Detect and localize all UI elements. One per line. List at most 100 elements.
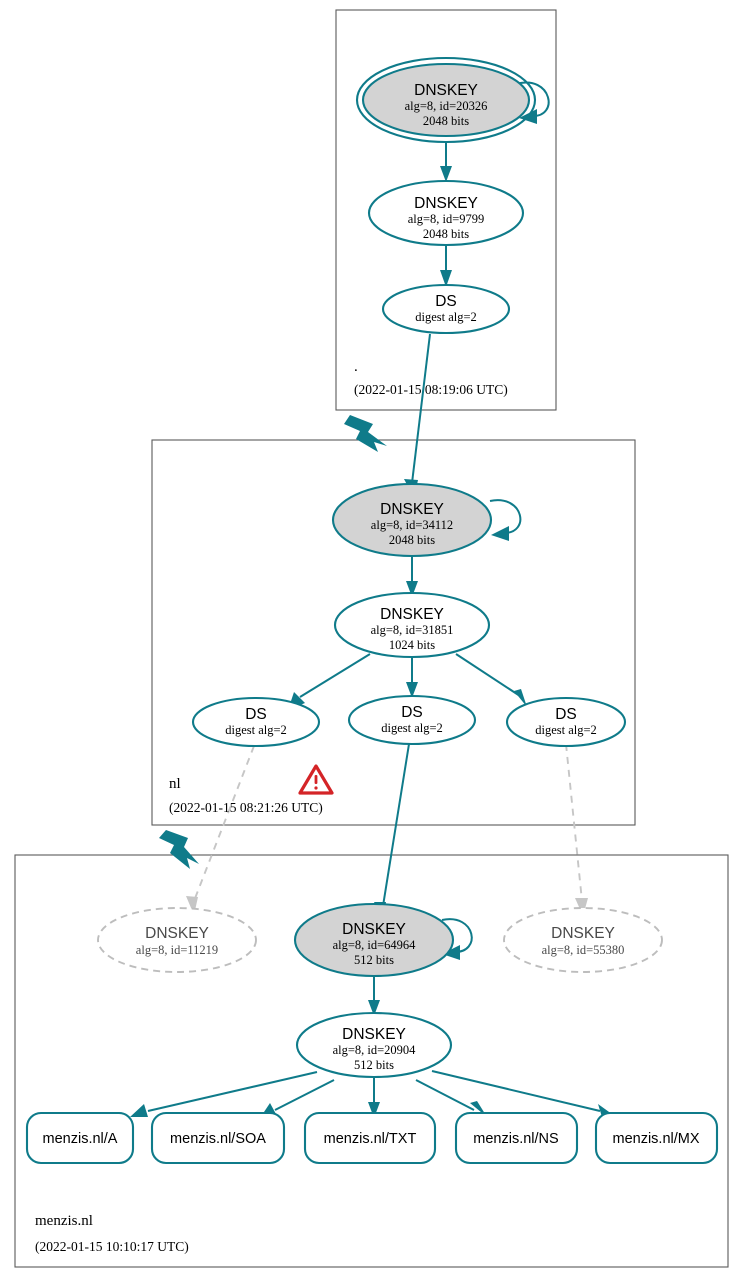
rrset-node-a[interactable]: menzis.nl/A <box>25 1111 135 1165</box>
node-nl-ksk-body <box>331 482 493 558</box>
node-root-ds[interactable]: DS digest alg=2 <box>381 283 511 335</box>
warning-triangle-icon[interactable] <box>298 764 334 795</box>
zone-label-root: . <box>354 359 358 375</box>
node-menzis-ksk-title: DNSKEY <box>342 921 406 938</box>
node-nl-ds-mid[interactable]: DS digest alg=2 <box>347 694 477 746</box>
node-menzis-key-55380-title: DNSKEY <box>551 925 615 942</box>
node-root-zsk-title: DNSKEY <box>414 195 478 212</box>
edge-menzis-zsk-to-rrset-mx <box>431 1070 601 1112</box>
node-menzis-key-55380[interactable]: DNSKEY alg=8, id=55380 <box>503 907 663 973</box>
node-nl-ksk[interactable]: DNSKEY alg=8, id=34112 2048 bits <box>331 482 493 558</box>
zone-box-menzis <box>14 854 729 1268</box>
edge-menzis-zsk-to-rrset-a <box>147 1071 318 1112</box>
arrowhead-nl-ds-right-to-menzis-key-55380 <box>575 898 588 916</box>
zone-label-menzis: menzis.nl <box>35 1213 93 1229</box>
rrset-node-a-box <box>25 1111 135 1165</box>
node-menzis-zsk[interactable]: DNSKEY alg=8, id=20904 512 bits <box>295 1011 453 1079</box>
node-root-zsk-params: alg=8, id=9799 <box>408 212 485 226</box>
node-nl-ds-right[interactable]: DS digest alg=2 <box>505 696 627 748</box>
zone-timestamp-nl: (2022-01-15 08:21:26 UTC) <box>169 800 323 815</box>
node-root-zsk[interactable]: DNSKEY alg=8, id=9799 2048 bits <box>367 179 525 247</box>
rrset-node-mx[interactable]: menzis.nl/MX <box>594 1111 719 1165</box>
rrset-node-soa-label: menzis.nl/SOA <box>170 1131 266 1147</box>
node-menzis-ksk-size: 512 bits <box>354 953 394 967</box>
node-nl-ksk-size: 2048 bits <box>389 533 435 547</box>
node-nl-zsk-size: 1024 bits <box>389 638 435 652</box>
warning-triangle-icon-dot <box>314 786 318 790</box>
rrset-node-mx-box <box>594 1111 719 1165</box>
zone-box-root <box>335 9 557 411</box>
arrowhead-menzis-ksk-to-zsk <box>368 1000 380 1016</box>
edge-nl-zsk-to-ds-left <box>299 653 371 698</box>
node-nl-ksk-title: DNSKEY <box>380 501 444 518</box>
rrset-node-txt[interactable]: menzis.nl/TXT <box>303 1111 437 1165</box>
rrset-node-soa[interactable]: menzis.nl/SOA <box>150 1111 286 1165</box>
rrset-node-txt-box <box>303 1111 437 1165</box>
arrowhead-nl-zsk-to-ds-right <box>514 689 527 707</box>
node-menzis-key-55380-body <box>503 907 663 973</box>
zone-label-nl: nl <box>169 776 181 792</box>
node-root-ksk-title: DNSKEY <box>414 82 478 99</box>
arrowhead-root-zsk-to-ds <box>440 270 452 287</box>
node-nl-ds-left[interactable]: DS digest alg=2 <box>191 696 321 748</box>
arrowhead-nl-ksk-to-zsk <box>406 581 418 597</box>
edge-self-sign-nl-ksk <box>489 499 522 535</box>
arrowhead-nl-zsk-to-ds-mid <box>406 682 418 698</box>
node-nl-ds-left-body <box>191 696 321 748</box>
node-nl-ds-left-params: digest alg=2 <box>225 723 287 737</box>
edge-nl-ds-mid-to-menzis-ksk <box>382 743 410 907</box>
arrowhead-menzis-zsk-to-rrset-a <box>130 1104 148 1117</box>
node-nl-ds-mid-params: digest alg=2 <box>381 721 443 735</box>
node-root-ksk[interactable]: DNSKEY alg=8, id=20326 2048 bits <box>355 56 537 144</box>
rrset-node-mx-label: menzis.nl/MX <box>612 1131 699 1147</box>
node-root-zsk-size: 2048 bits <box>423 227 469 241</box>
zone-box-nl <box>151 439 636 826</box>
node-root-ksk-params: alg=8, id=20326 <box>405 99 488 113</box>
node-menzis-zsk-body <box>295 1011 453 1079</box>
node-nl-ds-left-title: DS <box>245 706 267 723</box>
node-nl-ds-right-title: DS <box>555 706 577 723</box>
edge-menzis-zsk-to-rrset-ns <box>415 1079 475 1111</box>
edge-menzis-zsk-to-rrset-soa <box>274 1079 335 1111</box>
node-nl-ds-mid-body <box>347 694 477 746</box>
node-root-ksk-outer-ring <box>355 56 537 144</box>
zone-timestamp-root: (2022-01-15 08:19:06 UTC) <box>354 382 508 397</box>
node-menzis-zsk-params: alg=8, id=20904 <box>333 1043 417 1057</box>
node-root-ds-body <box>381 283 511 335</box>
arrowhead-root-ksk-to-zsk <box>440 166 452 182</box>
node-root-zsk-body <box>367 179 525 247</box>
node-nl-ds-right-body <box>505 696 627 748</box>
node-menzis-key-55380-params: alg=8, id=55380 <box>542 943 625 957</box>
node-root-ksk-body <box>361 62 531 138</box>
node-menzis-ksk[interactable]: DNSKEY alg=8, id=64964 512 bits <box>293 902 455 978</box>
rrset-node-ns-label: menzis.nl/NS <box>473 1131 558 1147</box>
rrset-node-a-label: menzis.nl/A <box>43 1131 118 1147</box>
node-menzis-key-11219[interactable]: DNSKEY alg=8, id=11219 <box>97 907 257 973</box>
node-nl-zsk-title: DNSKEY <box>380 606 444 623</box>
node-menzis-zsk-title: DNSKEY <box>342 1026 406 1043</box>
node-nl-zsk-body <box>333 591 491 659</box>
node-menzis-key-11219-body <box>97 907 257 973</box>
node-nl-zsk-params: alg=8, id=31851 <box>371 623 454 637</box>
node-nl-ksk-params: alg=8, id=34112 <box>371 518 453 532</box>
warning-triangle-icon-bar <box>314 775 318 784</box>
trust-transition-arrow-nl-to-menzis <box>159 830 199 869</box>
rrset-node-ns[interactable]: menzis.nl/NS <box>454 1111 579 1165</box>
node-menzis-zsk-size: 512 bits <box>354 1058 394 1072</box>
edge-root-ds-to-nl-ksk <box>411 333 431 484</box>
trust-transition-arrow-root-to-nl <box>344 415 387 452</box>
node-root-ksk-size: 2048 bits <box>423 114 469 128</box>
node-nl-ds-right-params: digest alg=2 <box>535 723 597 737</box>
arrowhead-self-sign-menzis-ksk <box>442 945 460 960</box>
node-menzis-key-11219-params: alg=8, id=11219 <box>136 943 218 957</box>
node-nl-zsk[interactable]: DNSKEY alg=8, id=31851 1024 bits <box>333 591 491 659</box>
node-nl-ds-mid-title: DS <box>401 704 423 721</box>
edge-nl-zsk-to-ds-right <box>455 653 521 697</box>
arrowhead-menzis-zsk-to-rrset-txt <box>368 1102 380 1118</box>
edge-nl-ds-left-to-menzis-key-11219 <box>193 745 255 902</box>
edge-self-sign-menzis-ksk <box>441 918 473 954</box>
zone-timestamp-menzis: (2022-01-15 10:10:17 UTC) <box>35 1239 189 1254</box>
node-root-ds-title: DS <box>435 293 457 310</box>
